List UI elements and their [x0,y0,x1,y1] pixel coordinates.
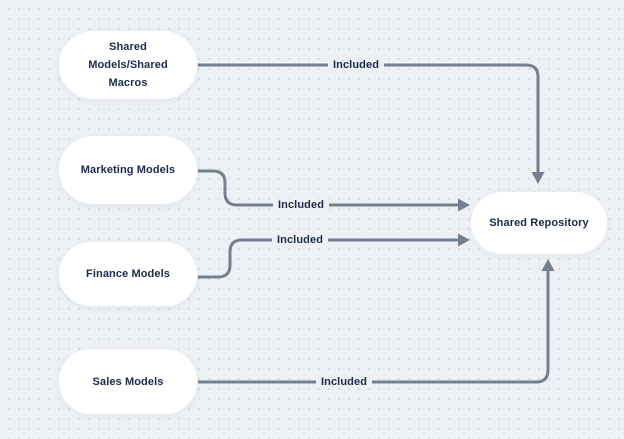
node-finance-models[interactable]: Finance Models [58,241,198,307]
node-label: Shared Models/Shared Macros [88,41,168,89]
edge-label-included-finance: Included [271,234,329,246]
edge-shared-models-path [198,63,540,173]
node-label: Marketing Models [80,164,176,176]
arrowhead-up-icon [541,259,555,271]
edge-finance-path [198,238,459,279]
node-label: Sales Models [92,375,164,388]
node-sales-models[interactable]: Sales Models [58,348,198,415]
edge-marketing-path [198,169,459,207]
edge-label-included-top: Included [327,59,385,71]
arrowhead-down-icon [531,172,545,184]
arrowhead-right-icon [458,233,470,247]
edge-label-included-sales: Included [315,376,373,388]
edge-label-included-marketing: Included [272,199,330,211]
node-label: Finance Models [86,268,170,280]
node-shared-repository[interactable]: Shared Repository [470,191,608,255]
node-label: Shared Repository [489,217,589,229]
node-shared-models-shared-macros[interactable]: Shared Models/Shared Macros [58,30,198,100]
arrowhead-right-icon [458,198,470,212]
edge-sales-path [198,270,550,384]
node-marketing-models[interactable]: Marketing Models [58,135,198,205]
